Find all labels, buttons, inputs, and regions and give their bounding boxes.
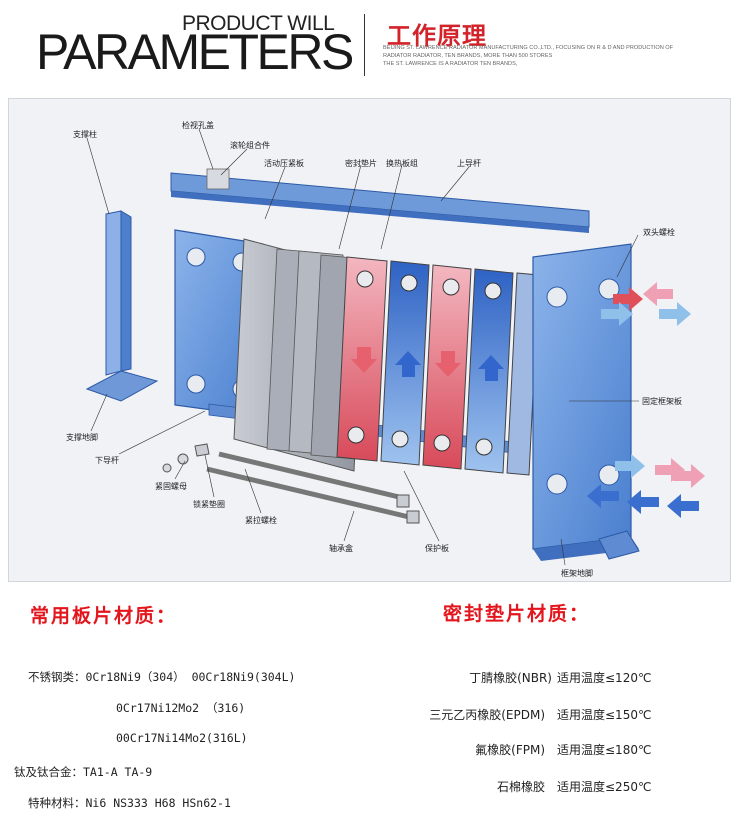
plate-stack: [266, 248, 540, 476]
gasket-name: 氟橡胶(FPM): [475, 743, 545, 757]
header-subline-3: THE ST. LAWRENCE IS A RADIATOR TEN BRAND…: [383, 61, 518, 67]
header-subline-1: BEIJING ST. LAWRENCE RADIATOR MANUFACTUR…: [383, 45, 674, 51]
label-fixed-frame: 固定框架板: [642, 397, 682, 406]
flow-arrows: [587, 282, 705, 518]
support-column: [85, 210, 159, 402]
gasket-temp: 适用温度≤120℃: [557, 671, 652, 685]
header-parameters: PARAMETERS: [36, 24, 354, 80]
heat-exchanger-diagram: 支撑柱 检视孔盖 滚轮组合件 活动压紧板 密封垫片 换热板组 上导杆 双头螺栓 …: [8, 98, 731, 582]
gasket-name: 丁腈橡胶(NBR): [469, 671, 552, 685]
label-support-column: 支撑柱: [73, 130, 97, 139]
gasket-name: 石棉橡胶: [496, 780, 545, 794]
label-upper-guide: 上导杆: [457, 159, 481, 168]
header-divider: [364, 14, 365, 76]
label-roller-assembly: 滚轮组合件: [230, 141, 270, 150]
label-lower-guide: 下导杆: [95, 456, 119, 465]
diagram-graphic: [85, 128, 705, 566]
label-sealing-gasket: 密封垫片: [345, 159, 377, 168]
gasket-materials-title: 密封垫片材质：: [443, 603, 591, 625]
label-movable-plate: 活动压紧板: [264, 159, 304, 168]
fixed-frame-plate: [532, 243, 640, 561]
plate-material-row: 特种材料：Ni6 NS333 H68 HSn62-1: [28, 796, 231, 810]
label-support-foot: 支撑地脚: [66, 433, 98, 442]
label-guard-plate: 保护板: [425, 544, 449, 553]
label-bearing-box: 轴承盒: [329, 544, 353, 553]
gasket-temp: 适用温度≤150℃: [557, 708, 652, 722]
header-subline-2: RADIATOR RADIATOR, TEN BRANDS, MORE THAN…: [383, 53, 553, 59]
plate-material-row: 00Cr17Ni14Mo2(316L): [116, 731, 248, 745]
label-frame-foot: 框架地脚: [561, 569, 593, 578]
plate-material-row: 钛及钛合金：TA1-A TA-9: [14, 765, 153, 779]
label-lock-nut: 紧固螺母: [155, 482, 187, 491]
plate-materials-title: 常用板片材质：: [30, 605, 178, 627]
gasket-temp: 适用温度≤250℃: [557, 780, 652, 794]
header-product-will: PRODUCT WILL: [182, 12, 335, 35]
label-inspection-cover: 检视孔盖: [182, 121, 214, 130]
label-plate-pack: 换热板组: [386, 159, 418, 168]
header-title-cn: 工作原理: [387, 22, 487, 50]
label-tie-bolt: 紧拉螺栓: [245, 516, 277, 525]
label-double-bolt: 双头螺栓: [643, 228, 675, 237]
label-lock-washer: 锁紧垫圈: [193, 500, 225, 509]
upper-guide-bar: [170, 168, 590, 233]
page-header: PRODUCT WILL PARAMETERS 工作原理 BEIJING ST.…: [0, 0, 740, 86]
plate-material-row: 不锈钢类：0Cr18Ni9（304） 00Cr18Ni9(304L): [28, 670, 296, 684]
leader-lines: [86, 128, 639, 566]
tie-bolts: [162, 443, 420, 524]
gasket-temp: 适用温度≤180℃: [557, 743, 652, 757]
gasket-name: 三元乙丙橡胶(EPDM): [429, 708, 545, 722]
plate-material-row: 0Cr17Ni12Mo2 （316): [116, 701, 246, 715]
